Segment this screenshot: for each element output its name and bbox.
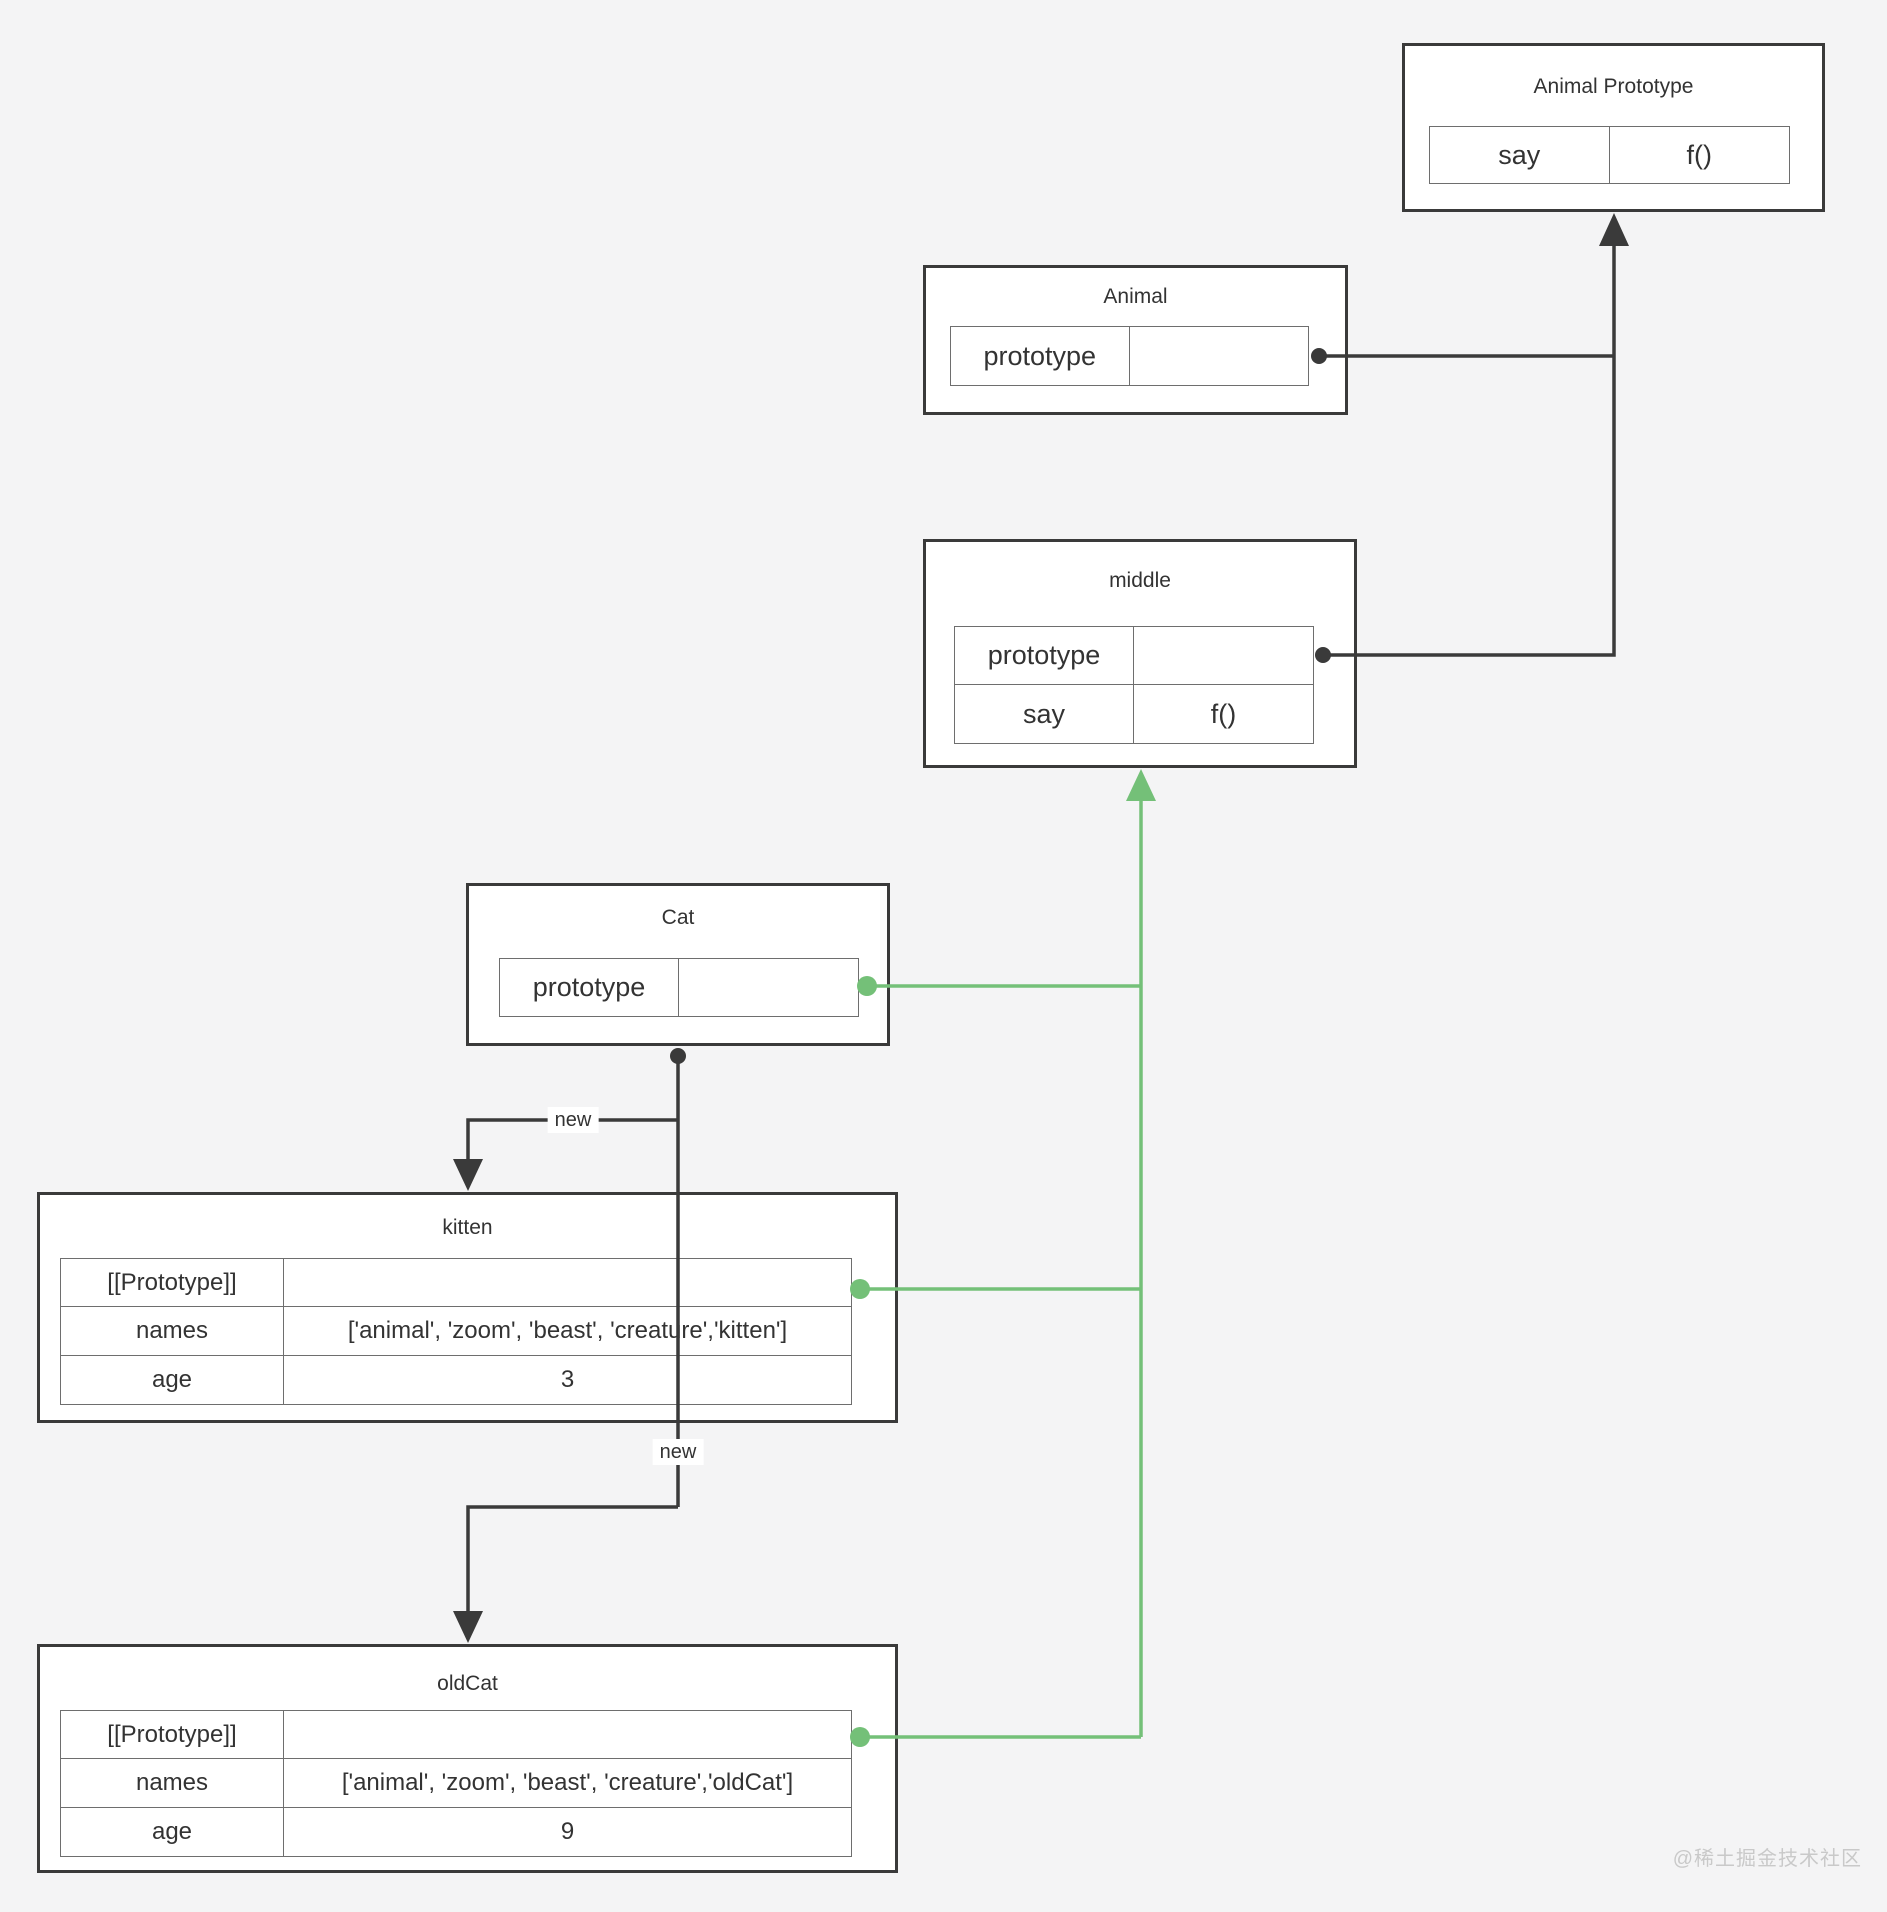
table-row: prototype <box>499 958 859 1017</box>
property-name: age <box>61 1356 284 1404</box>
arrowhead-down-oldcat <box>453 1611 483 1643</box>
property-name: names <box>61 1307 284 1355</box>
arrowhead-up-middle <box>1126 769 1156 801</box>
cat-table: prototype <box>499 958 859 1017</box>
property-name: prototype <box>951 327 1130 385</box>
middle-box: middle prototype say f() <box>923 539 1357 768</box>
arrowhead-down-kitten <box>453 1159 483 1191</box>
animal-box: Animal prototype <box>923 265 1348 415</box>
kitten-title: kitten <box>442 1216 493 1239</box>
property-name: [[Prototype]] <box>61 1711 284 1758</box>
new-label-kitten-to-oldcat: new <box>652 1439 704 1465</box>
table-row: say f() <box>1429 126 1790 184</box>
table-row: names ['animal', 'zoom', 'beast', 'creat… <box>60 1307 852 1356</box>
animal-title: Animal <box>1103 285 1168 308</box>
property-value <box>284 1259 851 1306</box>
middle-table: prototype say f() <box>954 626 1314 744</box>
kitten-box: kitten [[Prototype]] names ['animal', 'z… <box>37 1192 898 1423</box>
table-row: [[Prototype]] <box>60 1258 852 1307</box>
animal-prototype-table: say f() <box>1429 126 1790 184</box>
property-value: 3 <box>560 1366 575 1393</box>
property-value: ['animal', 'zoom', 'beast', 'creature','… <box>341 1769 794 1796</box>
property-name: age <box>61 1808 284 1856</box>
property-value: f() <box>1210 698 1237 729</box>
table-row: names ['animal', 'zoom', 'beast', 'creat… <box>60 1759 852 1808</box>
middle-title: middle <box>1109 569 1171 592</box>
property-name: names <box>61 1759 284 1807</box>
cat-title: Cat <box>661 906 695 929</box>
property-name: prototype <box>955 627 1134 684</box>
table-row: prototype <box>954 626 1314 685</box>
oldcat-box: oldCat [[Prototype]] names ['animal', 'z… <box>37 1644 898 1873</box>
animal-prototype-box: Animal Prototype say f() <box>1402 43 1825 212</box>
animal-prototype-title: Animal Prototype <box>1533 75 1694 98</box>
watermark: @稀土掘金技术社区 <box>1672 1848 1862 1870</box>
table-row: prototype <box>950 326 1309 386</box>
property-value: 9 <box>560 1818 575 1845</box>
cat-box: Cat prototype <box>466 883 890 1046</box>
oldcat-table: [[Prototype]] names ['animal', 'zoom', '… <box>60 1710 852 1857</box>
arrowhead-up-animal-prototype <box>1599 213 1629 246</box>
property-name: prototype <box>500 959 679 1016</box>
table-row: say f() <box>954 685 1314 744</box>
property-value <box>1130 327 1309 385</box>
property-name: say <box>955 685 1134 743</box>
property-name: [[Prototype]] <box>61 1259 284 1306</box>
property-value <box>284 1711 851 1758</box>
property-value <box>1134 627 1313 684</box>
animal-table: prototype <box>950 326 1309 386</box>
dot-cat-bottom <box>670 1048 686 1064</box>
property-name: say <box>1430 127 1610 183</box>
property-value: f() <box>1686 139 1712 170</box>
wire-new-to-oldcat <box>466 1505 678 1612</box>
oldcat-title: oldCat <box>437 1672 498 1695</box>
table-row: [[Prototype]] <box>60 1710 852 1759</box>
kitten-table: [[Prototype]] names ['animal', 'zoom', '… <box>60 1258 852 1405</box>
table-row: age 9 <box>60 1808 852 1857</box>
wire-middle-prototype-to-animal-prototype <box>1323 246 1616 657</box>
table-row: age 3 <box>60 1356 852 1405</box>
property-value: ['animal', 'zoom', 'beast', 'creature','… <box>347 1317 788 1344</box>
new-label-cat-to-kitten: new <box>547 1107 599 1133</box>
property-value <box>679 959 858 1016</box>
